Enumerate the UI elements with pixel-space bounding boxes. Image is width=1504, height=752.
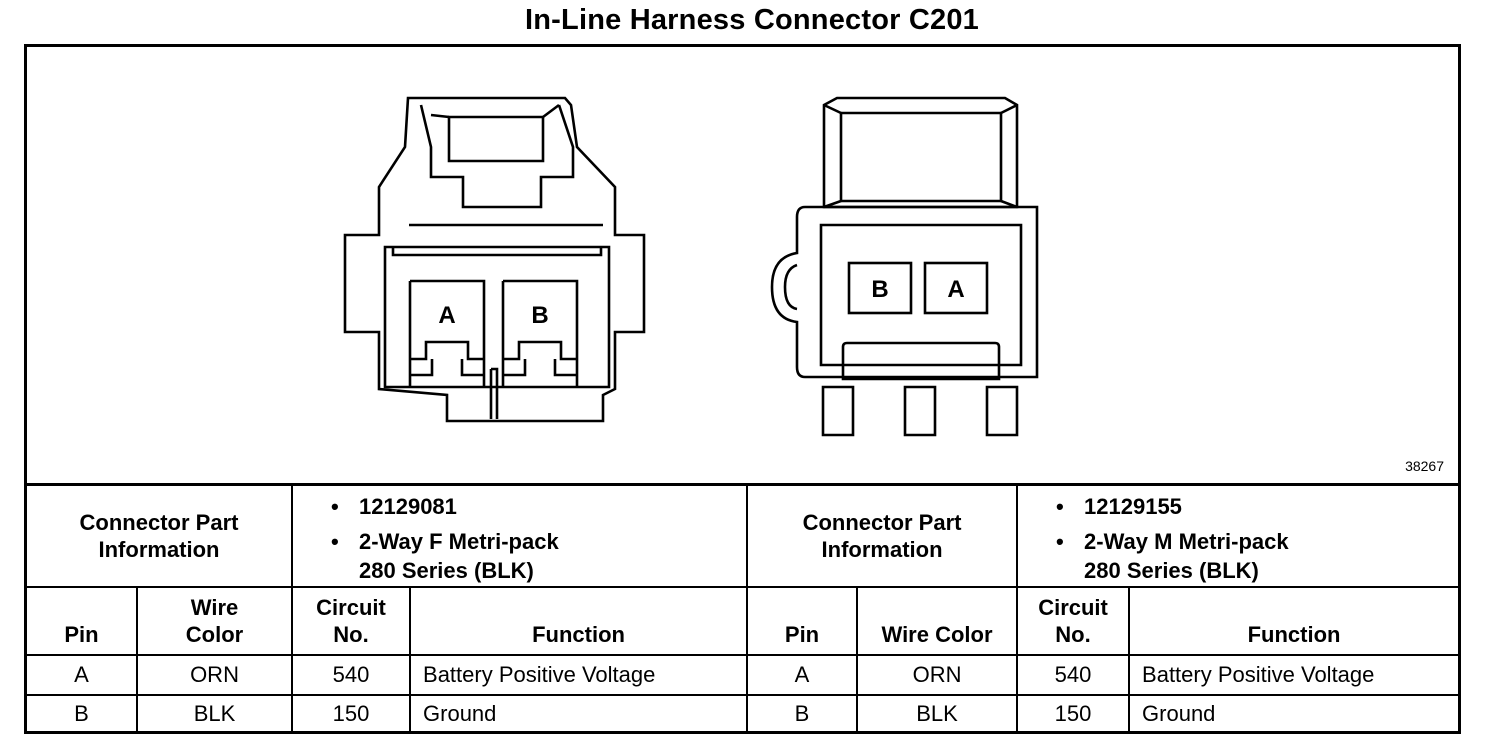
female-pin-a-label: A [438, 302, 455, 329]
function-cell: Ground [409, 693, 749, 733]
header-pin-left: Pin [27, 585, 138, 656]
female-pin-b-label: B [531, 302, 548, 329]
figure-id: 38267 [1405, 458, 1444, 474]
description-left-2: 280 Series (BLK) [359, 558, 534, 583]
male-pin-b-label: B [871, 276, 888, 303]
circuit-cell: 540 [1016, 653, 1131, 696]
connector-info-label-right: Connector Part Information [746, 483, 1019, 588]
header-wire-color-left: Wire Color [135, 585, 294, 656]
connector-table: Connector Part Information •12129081 •2-… [27, 483, 1459, 733]
header-pin-right: Pin [746, 585, 859, 656]
description-right-1: 2-Way M Metri-pack [1084, 529, 1289, 554]
wire-color-cell: ORN [135, 653, 294, 696]
function-cell: Battery Positive Voltage [409, 653, 749, 696]
description-left-1: 2-Way F Metri-pack [359, 529, 559, 554]
pin-cell: B [746, 693, 859, 733]
pin-cell: A [27, 653, 138, 696]
circuit-cell: 150 [291, 693, 412, 733]
header-circuit-right: Circuit No. [1016, 585, 1131, 656]
male-connector-drawing [770, 96, 1039, 437]
part-number-left: 12129081 [359, 494, 457, 519]
circuit-cell: 540 [291, 653, 412, 696]
pin-cell: A [746, 653, 859, 696]
wire-color-cell: BLK [856, 693, 1019, 733]
connector-info-value-right: •12129155 •2-Way M Metri-pack 280 Series… [1016, 483, 1459, 588]
table-row: A ORN 540 Battery Positive Voltage A ORN… [27, 653, 1459, 696]
male-pin-a-label: A [947, 276, 964, 303]
header-function-left: Function [409, 585, 749, 656]
header-wire-color-right: Wire Color [856, 585, 1019, 656]
part-number-right: 12129155 [1084, 494, 1182, 519]
wire-color-cell: ORN [856, 653, 1019, 696]
function-cell: Battery Positive Voltage [1128, 653, 1459, 696]
pin-cell: B [27, 693, 138, 733]
header-circuit-left: Circuit No. [291, 585, 412, 656]
circuit-cell: 150 [1016, 693, 1131, 733]
female-connector-drawing [343, 96, 646, 423]
diagram-title: In-Line Harness Connector C201 [525, 4, 979, 36]
connector-drawings: A B B A [343, 96, 1039, 437]
description-right-2: 280 Series (BLK) [1084, 558, 1259, 583]
connector-info-value-left: •12129081 •2-Way F Metri-pack 280 Series… [291, 483, 749, 588]
connector-info-label-left: Connector Part Information [27, 483, 294, 588]
header-function-right: Function [1128, 585, 1459, 656]
table-row: B BLK 150 Ground B BLK 150 Ground [27, 693, 1459, 733]
diagram-frame: A B B A 38267 Connector Part Information… [24, 44, 1461, 734]
wire-color-cell: BLK [135, 693, 294, 733]
function-cell: Ground [1128, 693, 1459, 733]
